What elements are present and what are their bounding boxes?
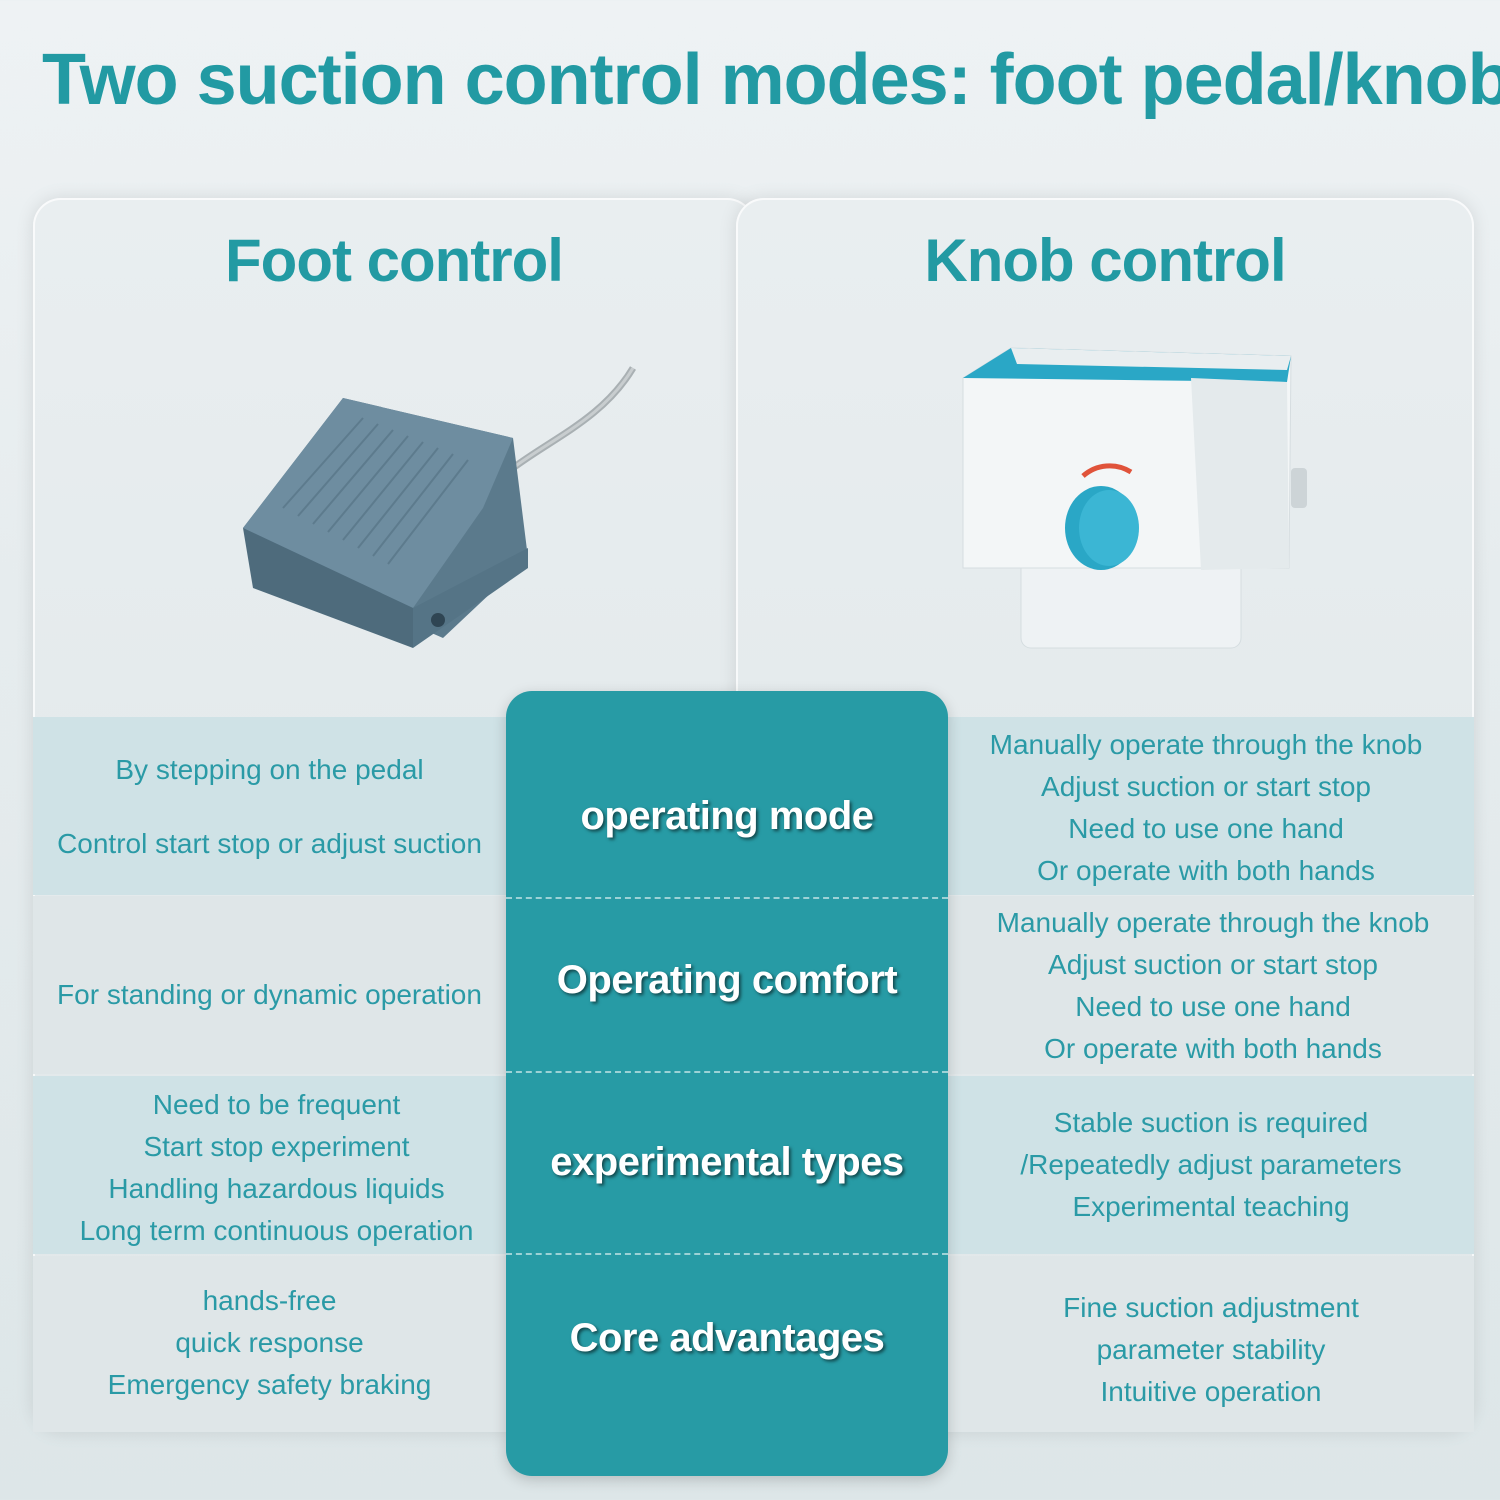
category-divider <box>506 897 948 899</box>
cell-line: Adjust suction or start stop <box>1041 771 1371 802</box>
cell-line: quick response <box>175 1327 364 1358</box>
left-band-4 <box>33 1256 506 1432</box>
foot-control-title: Foot control <box>225 227 564 294</box>
right-band-2 <box>948 896 1474 1074</box>
category-divider <box>506 1071 948 1073</box>
cell-line: Fine suction adjustment <box>1063 1292 1359 1323</box>
left-band-1 <box>33 717 506 895</box>
category-core-advantages: Core advantages <box>569 1315 885 1360</box>
cell-line: By stepping on the pedal <box>115 753 424 785</box>
cell-line: /Repeatedly adjust parameters <box>1020 1149 1402 1180</box>
right-band-1 <box>948 717 1474 895</box>
knob-box-image <box>962 347 1307 649</box>
right-band-4 <box>948 1256 1474 1432</box>
left-cell-experimental-types: Need to be frequent Start stop experimen… <box>40 1080 513 1256</box>
cell-line: hands-free <box>202 1285 337 1316</box>
cell-line: Need to use one hand <box>1075 991 1351 1022</box>
right-cell-operating-comfort: Manually operate through the knob Adjust… <box>955 900 1471 1072</box>
cell-line: Need to be frequent <box>152 1089 401 1120</box>
cell-line: Manually operate through the knob <box>989 729 1423 760</box>
cell-line: Control start stop or adjust suction <box>57 827 482 859</box>
left-band-2 <box>33 896 506 1074</box>
category-operating-comfort: Operating comfort <box>556 957 898 1002</box>
cell-line: Manually operate through the knob <box>996 907 1430 938</box>
left-cell-operating-mode: By stepping on the pedal Control start s… <box>33 723 506 889</box>
right-cell-experimental-types: Stable suction is required /Repeatedly a… <box>948 1080 1474 1250</box>
knob-control-title: Knob control <box>924 227 1286 294</box>
cell-line: Stable suction is required <box>1053 1107 1369 1138</box>
right-cell-core-advantages: Fine suction adjustment parameter stabil… <box>948 1268 1474 1432</box>
cell-line: Long term continuous operation <box>79 1215 474 1246</box>
cell-line: Or operate with both hands <box>1037 855 1375 886</box>
left-band-3 <box>33 1076 506 1254</box>
cell-line: Or operate with both hands <box>1044 1033 1382 1064</box>
cell-line: Handling hazardous liquids <box>108 1173 445 1204</box>
page-title: Two suction control modes: foot pedal/kn… <box>42 40 1500 120</box>
cell-line: Intuitive operation <box>1100 1376 1322 1407</box>
cell-line: Experimental teaching <box>1072 1191 1350 1222</box>
left-cell-core-advantages: hands-free quick response Emergency safe… <box>33 1260 506 1426</box>
cell-line: Start stop experiment <box>143 1131 410 1162</box>
category-divider <box>506 1253 948 1255</box>
left-cell-operating-comfort: For standing or dynamic operation <box>33 900 506 1090</box>
category-column: operating mode Operating comfort experim… <box>506 691 948 1476</box>
cell-line: Emergency safety braking <box>107 1369 432 1400</box>
cell-line: Need to use one hand <box>1068 813 1344 844</box>
foot-pedal-image <box>243 366 637 648</box>
cell-line: Adjust suction or start stop <box>1048 949 1378 980</box>
cell-line: For standing or dynamic operation <box>57 979 482 1010</box>
category-experimental-types: experimental types <box>550 1139 904 1184</box>
cell-line: parameter stability <box>1096 1334 1326 1365</box>
right-cell-operating-mode: Manually operate through the knob Adjust… <box>948 723 1464 893</box>
right-band-3 <box>948 1076 1474 1254</box>
category-operating-mode: operating mode <box>580 793 874 838</box>
